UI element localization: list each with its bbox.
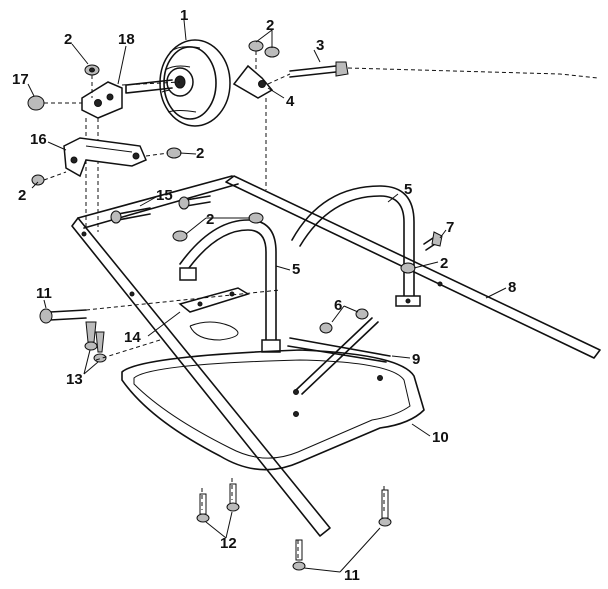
screw-rail (423, 231, 443, 251)
label-part-13: 13 (66, 371, 83, 388)
label-part-6: 6 (334, 297, 342, 314)
front-cross-rail (77, 175, 239, 229)
long-bolt (39, 308, 87, 324)
label-part-15: 15 (156, 187, 173, 204)
tray-brace (287, 317, 391, 395)
label-part-5-rear: 5 (404, 181, 412, 198)
label-part-17: 17 (12, 71, 29, 88)
axle-shaft (125, 79, 173, 94)
hex-nut-brace-right (166, 147, 182, 159)
label-part-2-rail: 2 (440, 255, 448, 272)
bottom-bolt-center (292, 539, 306, 571)
label-part-4: 4 (286, 93, 295, 110)
label-part-11-bottom: 11 (344, 567, 360, 584)
front-brace (63, 137, 147, 178)
tray (121, 321, 425, 471)
label-part-18: 18 (118, 31, 135, 48)
bottom-bolt-left (196, 493, 210, 523)
hex-nut-brace-b (355, 308, 369, 320)
label-part-8: 8 (508, 279, 516, 296)
hex-nut-top-right-upper (248, 40, 264, 52)
front-leg-stand (179, 219, 281, 353)
hex-nut-rail-right (400, 262, 416, 274)
axle-bolt (289, 61, 349, 78)
bottom-bolt-right (378, 489, 392, 527)
wheel-tire (159, 39, 231, 127)
bottom-bolt-middle (226, 483, 240, 512)
screw-rail-front-a (84, 321, 98, 351)
carriage-bolt-upper (178, 195, 211, 210)
tray-support-bar (178, 287, 250, 313)
label-part-14: 14 (124, 329, 141, 346)
label-part-2-center: 2 (206, 211, 214, 228)
label-part-9: 9 (412, 351, 420, 368)
axle-cap-nut (27, 95, 45, 111)
hex-nut-brace-a (319, 322, 333, 334)
label-part-1: 1 (180, 7, 188, 24)
label-part-2-brace-left: 2 (18, 187, 26, 204)
label-part-10: 10 (432, 429, 449, 446)
label-part-2-top-right: 2 (266, 17, 274, 34)
label-part-5-front: 5 (292, 261, 300, 278)
label-part-11-top: 11 (36, 285, 52, 302)
rear-leg-stand (291, 185, 421, 307)
label-part-2-brace-right: 2 (196, 145, 204, 162)
label-part-2-top-left: 2 (64, 31, 72, 48)
hex-nut-top-left (84, 64, 100, 76)
label-part-3: 3 (316, 37, 324, 54)
hex-nut-brace-left (31, 174, 45, 186)
hex-nut-top-right-lower (264, 46, 280, 58)
left-handle-rail (71, 217, 331, 537)
hex-nut-center-right (248, 212, 264, 224)
carriage-bolt-lower (110, 207, 151, 224)
label-part-16: 16 (30, 131, 47, 148)
right-axle-bracket (232, 64, 274, 99)
label-part-7: 7 (446, 219, 454, 236)
label-part-12: 12 (220, 535, 237, 552)
hex-nut-center-left (172, 230, 188, 242)
left-axle-bracket (81, 81, 123, 119)
